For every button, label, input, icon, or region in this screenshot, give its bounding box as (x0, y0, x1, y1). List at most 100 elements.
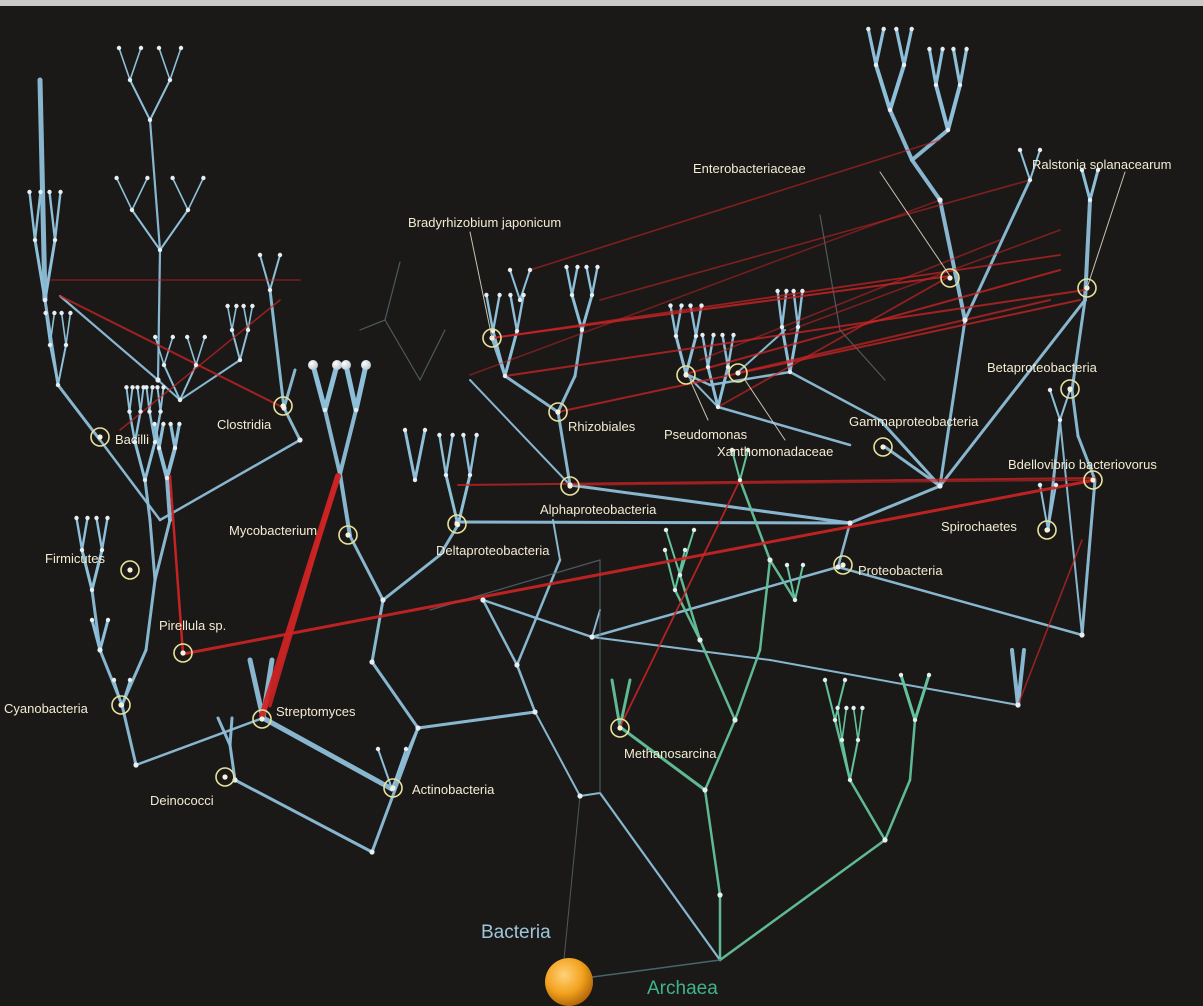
bacteria-leaf-cluster-node (229, 327, 235, 333)
highlight-ring (338, 525, 358, 545)
bacteria-branch (716, 405, 852, 447)
bacteria-leaf-cluster-branch (590, 265, 599, 297)
bacteria-leaf-cluster-branch (143, 440, 157, 482)
bacteria-leaf-cluster-branch (570, 293, 584, 332)
bacteria-leaf-cluster-branch (934, 47, 945, 87)
bacteria-leaf-cluster-branch (115, 177, 133, 211)
bacteria-leaf-cluster-branch (444, 473, 460, 527)
bacteria-branch (1076, 434, 1097, 482)
bacteria-branch (260, 715, 395, 792)
bacteria-leaf-cluster-node (693, 333, 699, 339)
bacteria-leaf-cluster-leaf (700, 332, 705, 338)
bacteria-branch (515, 558, 562, 667)
highlight-ring (252, 709, 272, 729)
bdellovibrio-label: Bdellovibrio bacteriovorus (1008, 457, 1157, 472)
bacteria-leaf-cluster-branch (403, 428, 417, 482)
phylogenetic-tree (27, 26, 1126, 1006)
bacteria-branch (481, 598, 594, 639)
bacteria-branch (469, 379, 571, 486)
archaea-leaf-cluster-leaf (860, 705, 865, 711)
bacteria-leaf-cluster-node (32, 237, 38, 243)
bacteria-leaf-cluster-branch (169, 47, 182, 81)
bacteria-leaf-cluster-branch (565, 265, 574, 297)
archaea-leaf-cluster-leaf (835, 705, 840, 711)
junction-node (962, 317, 968, 323)
bacteria-leaf-cluster-branch (888, 63, 906, 112)
bacteria-leaf-cluster-leaf (521, 292, 526, 298)
bacteria-leaf-cluster-branch (75, 516, 84, 552)
bacteria-branch (769, 659, 1019, 706)
bacteria-leaf-cluster-leaf (668, 303, 673, 308)
bacteria-leaf-cluster-leaf (940, 46, 945, 52)
highlight-ring (1037, 520, 1057, 540)
bacteria-leaf-cluster-branch (157, 446, 169, 480)
highlight-ring-center (1090, 477, 1096, 483)
bacteria-leaf-cluster-leaf (161, 421, 166, 427)
bacteria-leaf-cluster-leaf (130, 385, 135, 390)
bacteria-branch (165, 476, 172, 522)
highlight-ring-center (947, 275, 953, 281)
gene-transfer-link (557, 299, 1081, 413)
archaea-branch (718, 838, 887, 962)
bacteria-leaf-cluster-node (167, 77, 173, 83)
bacteria-leaf-cluster-branch (377, 748, 393, 790)
bacteria-leaf-cluster-branch (894, 27, 906, 67)
bacteria-leaf-cluster-node (152, 439, 158, 445)
bacteria-leaf-cluster-node (127, 77, 133, 83)
highlight-ring (548, 402, 568, 422)
bacteria-leaf-cluster-branch (129, 47, 142, 81)
bacteria-leaf-cluster-branch (226, 305, 233, 331)
bacteria-leaf-cluster-leaf (1053, 482, 1059, 488)
bacteria-leaf-cluster-branch (438, 433, 448, 477)
bacteria-leaf-cluster-branch (716, 365, 730, 409)
bacteria-branch (370, 598, 385, 664)
bacteria-leaf-cluster-branch (156, 386, 162, 413)
highlight-ring (728, 363, 748, 383)
archaea-branches (610, 449, 931, 962)
gene-transfer-links (49, 139, 1097, 728)
bacteria-leaf-cluster-node (514, 328, 520, 334)
bacteria-branch (58, 294, 160, 382)
background-branch (384, 261, 401, 321)
bradyrhizobium-label: Bradyrhizobium japonicum (408, 215, 562, 230)
bacteria-leaf-cluster-branch (80, 516, 89, 552)
bacteria-leaf-cluster-branch (353, 362, 369, 413)
gene-transfer-link (599, 179, 1031, 301)
bacteria-leaf-cluster-branch (391, 748, 407, 790)
firmicutes-label: Firmicutes (45, 551, 105, 566)
bacteria-branches (28, 27, 1100, 962)
junction-node (732, 717, 738, 723)
bacteria-leaf-cluster-branch (43, 238, 57, 302)
archaea-label: Archaea (647, 978, 718, 999)
bacteria-leaf-cluster-node (705, 364, 711, 370)
highlight-ring (1077, 278, 1097, 298)
bacteria-leaf-cluster-branch (343, 362, 359, 413)
bacteria-leaf-cluster-leaf (894, 26, 899, 32)
background-branch (384, 319, 421, 381)
gene-transfer-link (736, 299, 1051, 374)
bacteria-leaf-cluster-leaf (111, 677, 117, 683)
bacteria-leaf-cluster-node (353, 407, 359, 413)
bacteria-leaf-cluster-leaf (361, 360, 371, 370)
bacteria-branch (963, 178, 1032, 322)
bacteria-leaf-cluster-branch (485, 293, 495, 333)
bacteria-leaf-cluster-branch (269, 254, 281, 291)
archaea-leaf-cluster-branch (786, 564, 796, 601)
bacteria-leaf-cluster-branch (239, 329, 249, 361)
highlight-ring-center (454, 521, 460, 527)
junction-node (155, 377, 161, 383)
bacteria-leaf-cluster-leaf (145, 175, 150, 181)
bacteria-leaf-cluster-node (158, 409, 163, 414)
bacteria-leaf-cluster-node (945, 127, 951, 133)
bacteria-leaf-cluster-node (1057, 417, 1063, 423)
junction-node (369, 849, 375, 855)
bacteria-leaf-cluster-leaf (595, 264, 600, 270)
bacteria-leaf-cluster-leaf (437, 432, 442, 438)
junction-node (514, 662, 520, 668)
bacteria-leaf-cluster-leaf (964, 46, 969, 52)
bacteria-leaf-cluster-branch (95, 516, 104, 552)
bacteria-leaf-cluster-leaf (508, 292, 513, 298)
deltaproteobacteria-label: Deltaproteobacteria (436, 543, 550, 558)
bacilli-label: Bacilli (115, 432, 149, 447)
bacteria-leaf-cluster-node (1027, 177, 1033, 183)
